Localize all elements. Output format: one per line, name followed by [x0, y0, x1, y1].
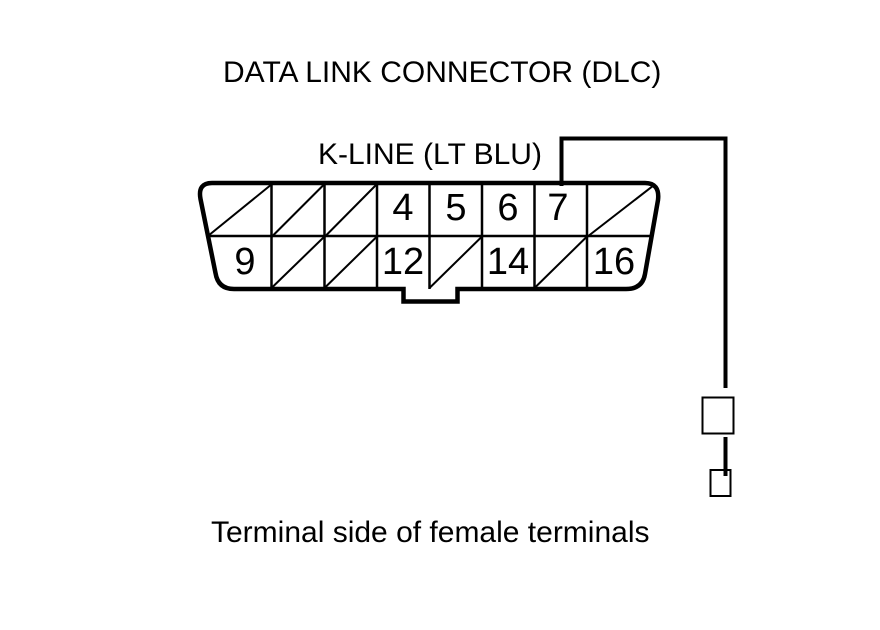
pin-number-7: 7 — [547, 187, 569, 229]
page-title: DATA LINK CONNECTOR (DLC) — [223, 56, 662, 89]
unused-pin-slashes — [202, 183, 659, 289]
pin-number-4: 4 — [392, 187, 414, 229]
pin-number-16: 16 — [592, 241, 636, 283]
k-line-wire — [559, 136, 728, 476]
pin-number-12: 12 — [381, 241, 425, 283]
pin-number-9: 9 — [234, 241, 256, 283]
connector-shell-outline — [197, 180, 661, 304]
caption: Terminal side of female terminals — [211, 516, 650, 549]
wire-label: K-LINE (LT BLU) — [318, 138, 542, 171]
pin-number-5: 5 — [445, 187, 467, 229]
pin-number-6: 6 — [497, 187, 519, 229]
pin-number-14: 14 — [486, 241, 530, 283]
inline-connector-symbol-large — [701, 396, 735, 435]
inline-connector-symbol-small — [709, 469, 732, 497]
